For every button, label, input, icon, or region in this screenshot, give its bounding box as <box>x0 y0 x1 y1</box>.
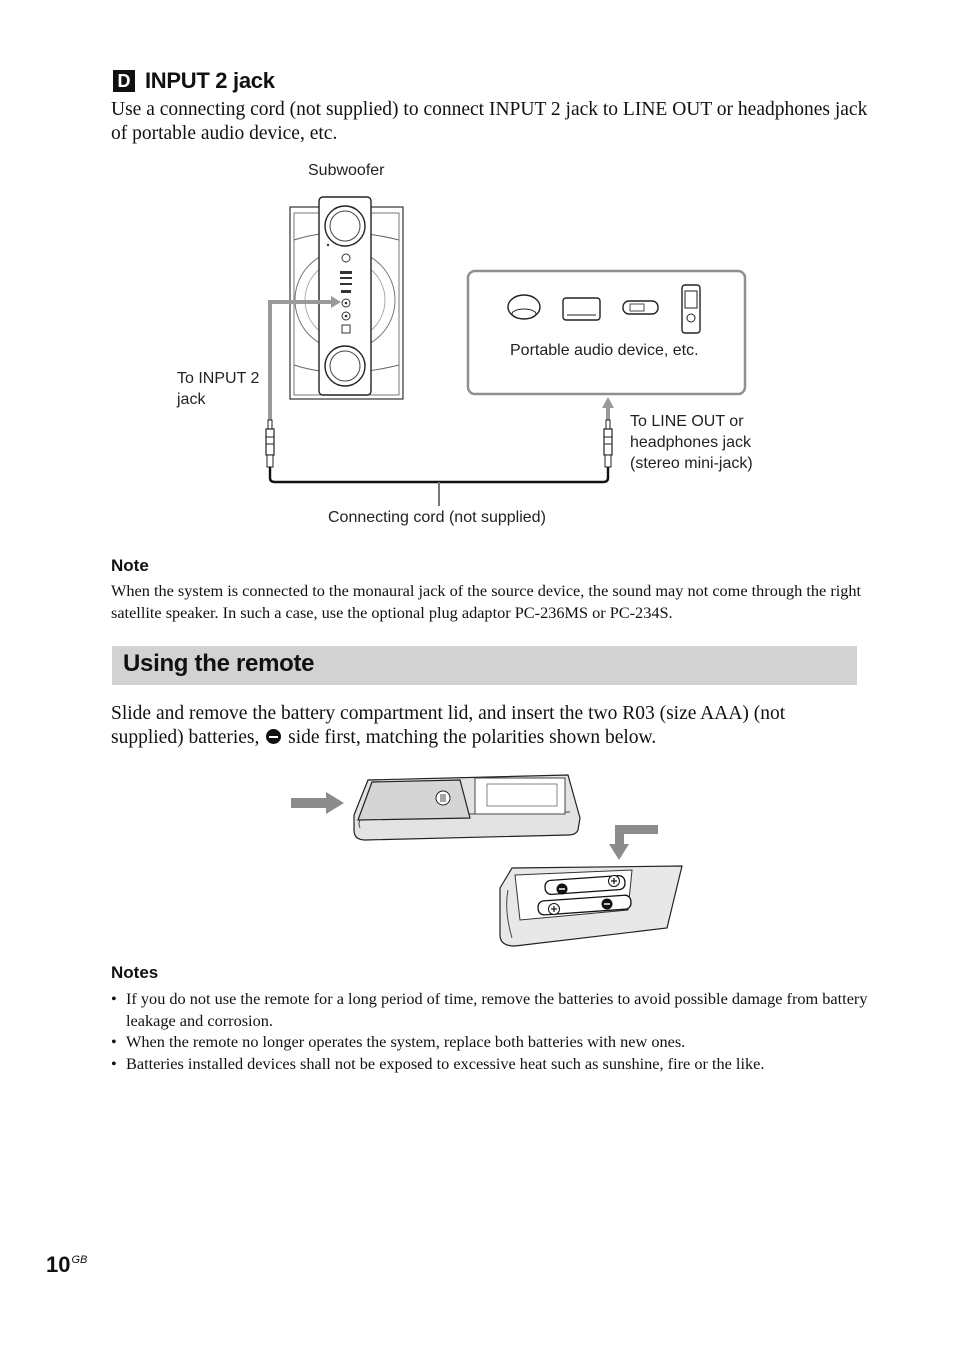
page-number-suffix: GB <box>71 1254 88 1266</box>
lineout-label: To LINE OUT or headphones jack (stereo m… <box>630 411 753 474</box>
notes-title: Notes <box>111 963 159 982</box>
lineout-label-line2: headphones jack <box>630 434 751 451</box>
remote-instructions: Slide and remove the battery compartment… <box>111 702 861 750</box>
left-plug <box>265 419 275 468</box>
section-letter-badge: D <box>113 70 135 92</box>
list-item: If you do not use the remote for a long … <box>111 988 871 1031</box>
remote-instructions-text-1: Slide and remove the battery compartment… <box>111 703 786 748</box>
list-item: Batteries installed devices shall not be… <box>111 1053 871 1075</box>
page-number-value: 10 <box>46 1252 71 1277</box>
subwoofer-illustration <box>289 196 404 400</box>
subwoofer-label: Subwoofer <box>308 162 385 179</box>
insert-arrow-icon <box>609 825 658 860</box>
connecting-cord <box>268 467 610 484</box>
remote-open-compartment-illustration <box>499 865 683 947</box>
minus-icon <box>266 729 282 744</box>
portable-device-box <box>466 269 747 396</box>
notes-list: If you do not use the remote for a long … <box>111 988 871 1074</box>
section-intro-text: Use a connecting cord (not supplied) to … <box>111 99 868 144</box>
right-plug <box>603 419 613 468</box>
lineout-label-line3: (stereo mini-jack) <box>630 455 753 472</box>
remote-section-title: Using the remote <box>123 650 315 677</box>
note-title: Note <box>111 556 149 575</box>
input2-label-line1: To INPUT 2 <box>177 370 260 387</box>
remote-instructions-text-2: side first, matching the polarities show… <box>288 727 657 748</box>
remote-back-illustration <box>353 774 581 841</box>
input2-label: To INPUT 2 jack <box>177 368 259 410</box>
portable-device-label: Portable audio device, etc. <box>510 342 699 359</box>
list-item: When the remote no longer operates the s… <box>111 1031 871 1053</box>
input2-label-line2: jack <box>177 391 206 408</box>
cord-label: Connecting cord (not supplied) <box>328 509 546 526</box>
remote-battery-diagram <box>291 774 683 947</box>
slide-arrow-icon <box>291 792 344 814</box>
lineout-label-line1: To LINE OUT or <box>630 413 744 430</box>
section-title: INPUT 2 jack <box>145 68 275 93</box>
connection-diagram <box>265 196 747 506</box>
note-text: When the system is connected to the mona… <box>111 581 862 622</box>
page-number: 10GB <box>46 1252 87 1278</box>
section-heading: D INPUT 2 jack <box>113 67 275 95</box>
remote-section-banner: Using the remote <box>112 646 857 685</box>
